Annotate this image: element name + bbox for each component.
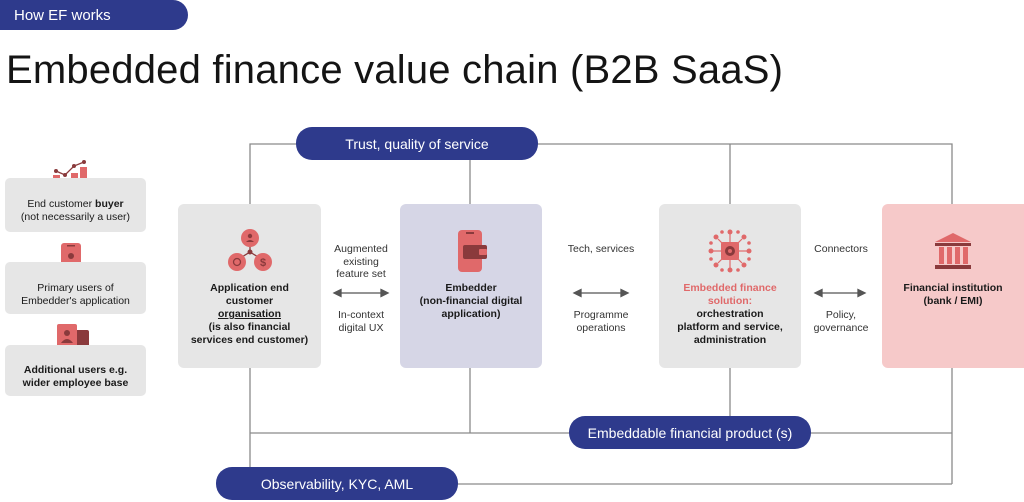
chip-network-icon (708, 229, 752, 273)
connector-1-bottom-label: In-context digital UX (337, 309, 385, 334)
section-tag: How EF works (0, 0, 188, 30)
ef-solution-box: Embedded finance solution: orchestration… (659, 204, 801, 368)
connector-1-top-label: Augmented existing feature set (334, 243, 388, 280)
svg-text:$: $ (259, 257, 265, 269)
user-card-primary: Primary users of Embedder's application (5, 262, 146, 314)
connector-2-bottom-label: Programme operations (573, 309, 629, 334)
embeddable-product-pill: Embeddable financial product (s) (569, 416, 811, 449)
application-org-box: $ Application end customer organisation … (178, 204, 321, 368)
observability-pill: Observability, KYC, AML (216, 467, 458, 500)
user-card-additional: Additional users e.g. wider employee bas… (5, 345, 146, 396)
page-title: Embedded finance value chain (B2B SaaS) (6, 48, 784, 92)
user-card-buyer: End customer buyer (not necessarily a us… (5, 178, 146, 232)
organisation-network-icon: $ (227, 229, 272, 271)
connector-3-top-label: Connectors (814, 243, 868, 255)
embedder-box: Embedder (non-financial digital applicat… (400, 204, 542, 368)
wallet-phone-icon (458, 230, 487, 272)
connector-2-top-label: Tech, services (567, 243, 635, 255)
connector-3-bottom-label: Policy, governance (813, 309, 869, 334)
trust-pill: Trust, quality of service (296, 127, 538, 160)
financial-institution-box: Financial institution (bank / EMI) (882, 204, 1024, 368)
bank-icon (935, 233, 971, 269)
